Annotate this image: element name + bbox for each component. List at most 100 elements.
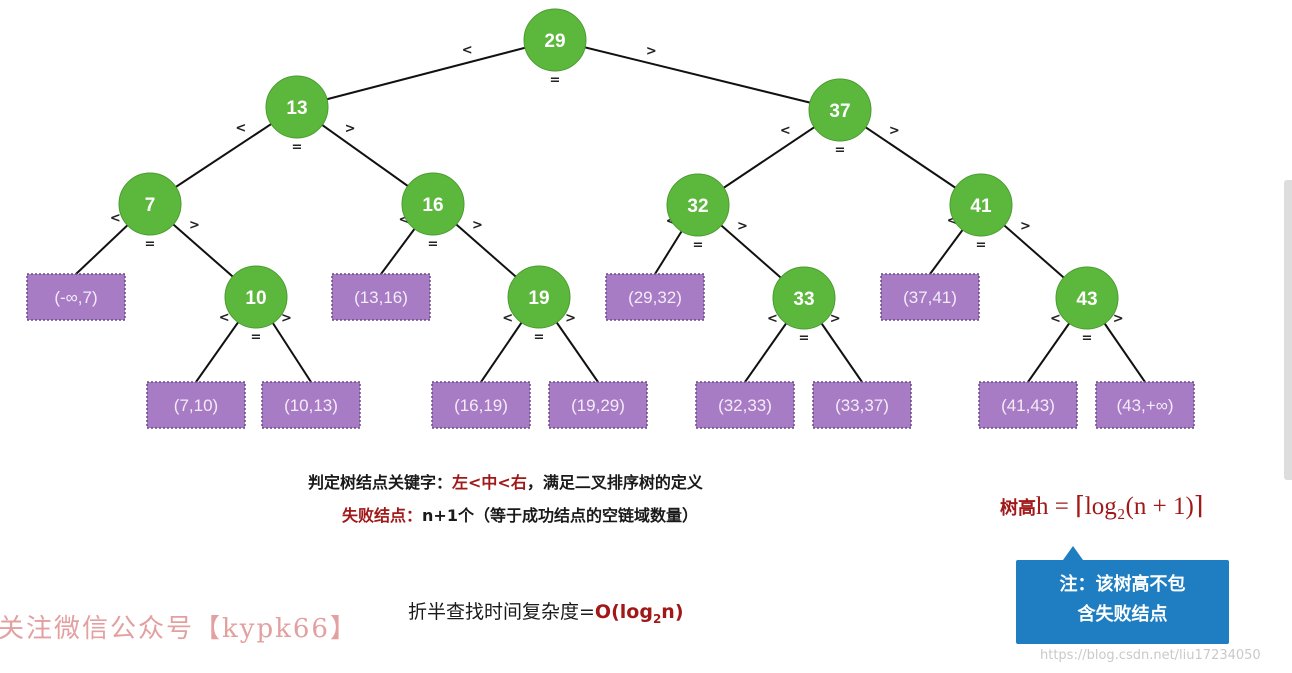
tree-node-label: 16 [422, 195, 443, 216]
greater-than-label: > [345, 121, 356, 136]
failure-node [812, 381, 912, 429]
failure-node-label: (43,+∞) [1116, 396, 1173, 415]
failure-node-label: (41,43) [1001, 396, 1055, 415]
caption-1-prefix: 判定树结点关键字： [308, 473, 453, 492]
equal-label: = [428, 237, 439, 252]
equal-label: = [145, 237, 156, 252]
equal-label: = [550, 73, 561, 88]
caption-line-1: 判定树结点关键字：左<中<右，满足二叉排序树的定义 [308, 469, 703, 493]
note-line-1: 注：该树高不包 [1059, 574, 1186, 595]
complexity-label: 折半查找时间复杂度= [408, 601, 595, 623]
tree-node [401, 172, 465, 236]
complexity-expr-prefix: O(log [594, 601, 653, 623]
note-callout: 注：该树高不包 含失败结点 [1016, 546, 1229, 644]
failure-node [331, 273, 431, 321]
tree-node [808, 78, 872, 142]
less-than-label: < [110, 211, 121, 226]
failure-node-label: (10,13) [284, 396, 338, 415]
equal-label: = [292, 140, 303, 155]
tree-node-label: 10 [245, 288, 266, 309]
tree-edge [554, 39, 841, 111]
greater-than-label: > [1113, 311, 1124, 326]
less-than-label: < [947, 213, 958, 228]
greater-than-label: > [565, 311, 576, 326]
greater-than-label: > [646, 44, 657, 59]
complexity-expr-sub: 2 [652, 611, 662, 626]
caption-2-rest: n+1个（等于成功结点的空链域数量） [422, 506, 698, 525]
failure-node-label: (29,32) [628, 288, 682, 307]
equal-label: = [976, 238, 987, 253]
tree-node-label: 33 [793, 289, 814, 310]
less-than-label: < [502, 311, 513, 326]
tree-node [1055, 266, 1119, 330]
failure-node [978, 381, 1078, 429]
greater-than-label: > [281, 311, 292, 326]
tree-node [772, 266, 836, 330]
binary-search-decision-tree: <><><><><><><><><><><>===========(-∞,7)(… [26, 8, 1195, 429]
less-than-label: < [235, 121, 246, 136]
equal-label: = [534, 330, 545, 345]
failure-node-label: (-∞,7) [54, 288, 97, 307]
less-than-label: < [1050, 311, 1061, 326]
failure-node [548, 381, 648, 429]
caption-line-2: 失败结点：n+1个（等于成功结点的空链域数量） [342, 502, 698, 526]
tree-node [265, 75, 329, 139]
greater-than-label: > [472, 218, 483, 233]
failure-node-label: (13,16) [354, 288, 408, 307]
less-than-label: < [462, 43, 473, 58]
caption-1-highlight: 左<中<右 [452, 473, 527, 492]
tree-edge [296, 39, 556, 108]
greater-than-label: > [737, 219, 748, 234]
less-than-label: < [219, 311, 230, 326]
failure-node-label: (33,37) [835, 396, 889, 415]
tree-height-formula: 树高h = ⌈log₂(n + 1)⌉ [1000, 491, 1204, 521]
greater-than-label: > [889, 124, 900, 139]
failure-node-label: (7,10) [174, 396, 218, 415]
complexity-expression: O(log2n) [594, 601, 684, 626]
failure-node [261, 381, 361, 429]
time-complexity: 折半查找时间复杂度=O(log2n) [408, 597, 684, 626]
greater-than-label: > [189, 218, 200, 233]
tree-node-label: 29 [544, 31, 565, 52]
caption-1-suffix: ，满足二叉排序树的定义 [526, 473, 703, 492]
failure-node [880, 273, 980, 321]
tree-node-label: 37 [829, 101, 850, 122]
tree-node-label: 13 [286, 98, 307, 119]
less-than-label: < [398, 213, 409, 228]
tree-node [523, 8, 587, 72]
edge-scrollbar [1284, 180, 1292, 480]
tree-node [224, 265, 288, 329]
tree-node [949, 173, 1013, 237]
watermark-wechat: 关注微信公众号【kypk66】 [0, 614, 358, 644]
failure-node [431, 381, 531, 429]
less-than-label: < [767, 311, 778, 326]
tree-node [118, 172, 182, 236]
tree-node-label: 41 [970, 196, 992, 217]
tree-height-math: h = ⌈log₂(n + 1)⌉ [1036, 493, 1204, 520]
failure-node-label: (32,33) [718, 396, 772, 415]
failure-node [605, 273, 705, 321]
equal-label: = [799, 331, 810, 346]
equal-label: = [1082, 331, 1093, 346]
watermark-url: https://blog.csdn.net/liu17234050 [1040, 648, 1261, 663]
failure-node-label: (19,29) [571, 396, 625, 415]
complexity-expr-suffix: n) [661, 601, 684, 623]
caption-2-highlight: 失败结点： [342, 506, 423, 525]
tree-node-label: 43 [1076, 289, 1097, 310]
tree-node-label: 32 [687, 196, 708, 217]
failure-node [146, 381, 246, 429]
equal-label: = [693, 238, 704, 253]
failure-node [695, 381, 795, 429]
failure-node [1095, 381, 1195, 429]
tree-node-label: 19 [528, 288, 549, 309]
equal-label: = [835, 143, 846, 158]
note-line-2: 含失败结点 [1077, 604, 1168, 625]
less-than-label: < [666, 214, 677, 229]
tree-height-label: 树高 [1000, 498, 1036, 519]
failure-node [26, 273, 126, 321]
tree-node-label: 7 [145, 195, 156, 216]
greater-than-label: > [830, 311, 841, 326]
failure-node-label: (16,19) [454, 396, 508, 415]
equal-label: = [251, 330, 262, 345]
failure-node-label: (37,41) [903, 288, 957, 307]
